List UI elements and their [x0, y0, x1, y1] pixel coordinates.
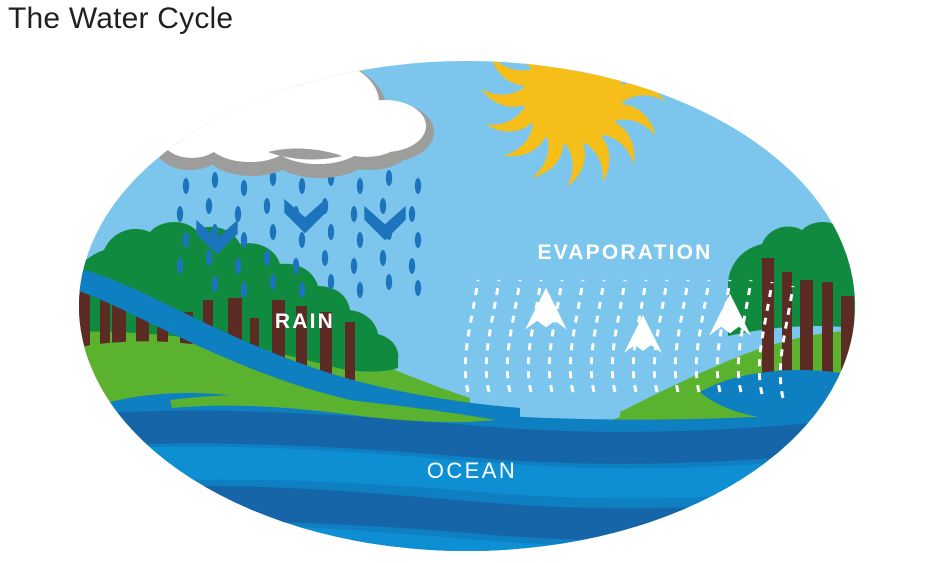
scene-contents: RAIN EVAPORATION OCEAN: [79, 61, 855, 551]
cloud-icon: [156, 61, 434, 178]
raindrops-icon: [176, 170, 422, 298]
label-evaporation: EVAPORATION: [537, 241, 712, 264]
left-river: [79, 262, 520, 424]
ocean-wave-band-light: [79, 446, 855, 499]
shoreline-wedge: [170, 394, 496, 423]
ocean-wave-band-1: [79, 410, 855, 464]
page-title: The Water Cycle: [8, 2, 234, 35]
evaporation-lines: [463, 279, 795, 399]
label-ocean: OCEAN: [427, 458, 517, 483]
cloud-shadow-detail: [268, 148, 342, 160]
label-rain: RAIN: [275, 310, 335, 333]
left-tree-canopy: [79, 222, 399, 372]
